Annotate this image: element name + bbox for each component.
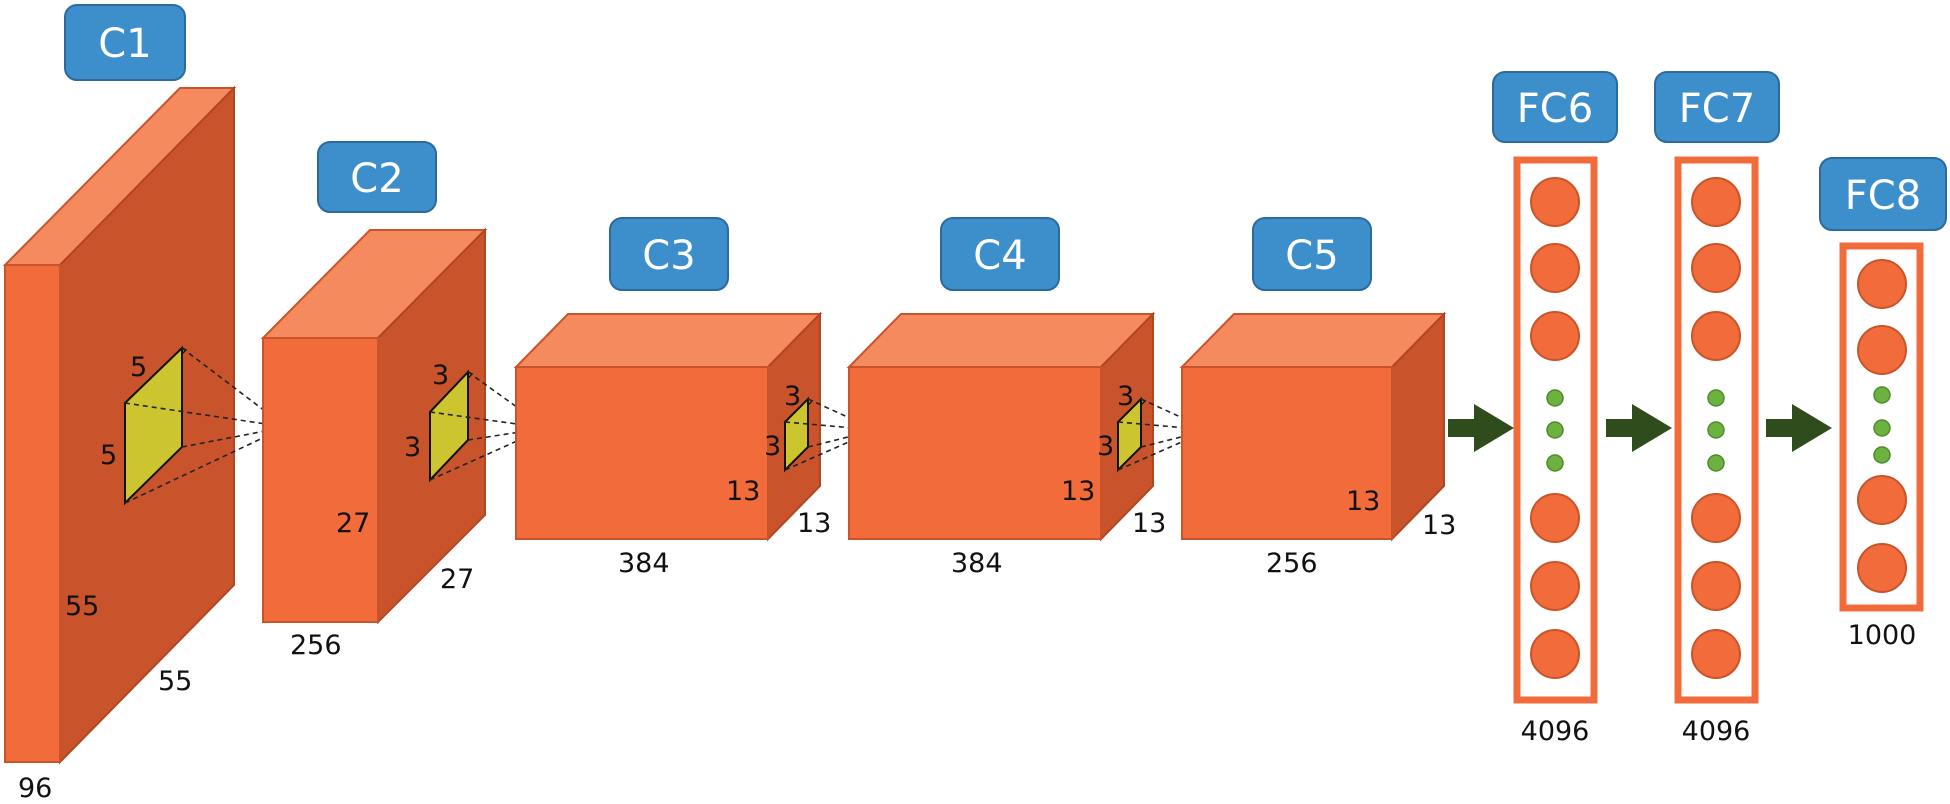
fc7-ellipsis-dot	[1707, 389, 1725, 407]
c1-depth: 96	[18, 773, 52, 804]
c3-projection-lines	[784, 398, 877, 471]
c4-label: C4	[973, 233, 1026, 279]
fc8-neuron	[1857, 325, 1907, 375]
fc7-neuron	[1691, 311, 1741, 361]
c4-block-front	[848, 366, 1102, 540]
arrow-fc7-to-fc8	[1766, 404, 1832, 452]
c4-width: 13	[1132, 508, 1166, 539]
c2-label-box	[317, 141, 437, 213]
fc8-neuron	[1857, 543, 1907, 593]
arrow-fc6-to-fc7	[1606, 404, 1672, 452]
c3-width: 13	[797, 508, 831, 539]
layer-fc7: FC7 4096	[1654, 71, 1780, 747]
c4-depth: 384	[951, 548, 1003, 579]
fc7-ellipsis-dot	[1707, 421, 1725, 439]
fc6-size: 4096	[1521, 716, 1590, 747]
fc7-neuron	[1691, 629, 1741, 679]
c1-label: C1	[98, 21, 151, 67]
c1-label-box	[64, 4, 186, 81]
c3-kernel-width: 3	[764, 431, 781, 462]
arrow-c5-to-fc6	[1448, 404, 1514, 452]
c4-height: 13	[1061, 476, 1095, 507]
fc8-neuron	[1857, 259, 1907, 309]
c2-kernel-width: 3	[404, 432, 421, 463]
fc6-label: FC6	[1517, 86, 1593, 132]
fc7-neuron	[1691, 561, 1741, 611]
fc6-ellipsis-dot	[1546, 389, 1564, 407]
fc6-ellipsis-dot	[1546, 454, 1564, 472]
fc6-neuron	[1530, 243, 1580, 293]
fc8-ellipsis-dot	[1873, 419, 1891, 437]
c2-depth: 256	[290, 630, 342, 661]
layer-c1: 5 5 96 55 55 C1	[2, 4, 287, 804]
layer-c4: 3 3 384 13 13 C4	[846, 217, 1210, 579]
fc7-neuron	[1691, 177, 1741, 227]
c5-label-box	[1252, 217, 1372, 291]
c1-kernel-width: 5	[100, 440, 117, 471]
c2-width: 27	[440, 564, 474, 595]
c4-kernel-width: 3	[1097, 431, 1114, 462]
fc7-neuron	[1691, 243, 1741, 293]
fc8-size: 1000	[1848, 620, 1917, 651]
c5-label: C5	[1285, 233, 1338, 279]
c1-kernel-height: 5	[130, 352, 147, 383]
c1-height: 55	[65, 591, 99, 622]
c5-height: 13	[1346, 486, 1380, 517]
fc7-ellipsis-dot	[1707, 454, 1725, 472]
fc6-ellipsis-dot	[1546, 421, 1564, 439]
c2-projection-lines	[429, 371, 547, 481]
c5-width: 13	[1422, 510, 1456, 541]
layer-c3: 3 3 384 13 13 C3	[513, 217, 877, 579]
fc7-label-box	[1654, 71, 1780, 143]
c3-kernel-height: 3	[784, 381, 801, 412]
c4-label-box	[940, 217, 1060, 291]
fc8-label: FC8	[1845, 173, 1921, 219]
c4-kernel-height: 3	[1117, 381, 1134, 412]
c2-block-front	[262, 337, 379, 623]
fc6-neuron	[1530, 177, 1580, 227]
fc8-neuron	[1857, 475, 1907, 525]
fc8-ellipsis-dot	[1873, 386, 1891, 404]
c5-block-front	[1181, 366, 1393, 540]
c2-kernel-height: 3	[432, 360, 449, 391]
fc6-neuron	[1530, 311, 1580, 361]
fc7-neuron	[1691, 493, 1741, 543]
fc6-label-box	[1492, 71, 1618, 143]
fc7-size: 4096	[1682, 716, 1751, 747]
fc6-neuron	[1530, 561, 1580, 611]
fc6-neuron	[1530, 629, 1580, 679]
fc8-label-box	[1819, 157, 1947, 231]
layer-c2: 3 3 256 27 27 C2	[260, 141, 547, 661]
fc8-ellipsis-dot	[1873, 446, 1891, 464]
c1-projection-lines	[124, 347, 287, 504]
layer-c5: 256 13 13 C5	[1179, 217, 1456, 579]
c3-block-front	[515, 366, 769, 540]
layer-fc8: FC8 1000	[1819, 157, 1947, 651]
c4-projection-lines	[1117, 398, 1210, 471]
c3-label-box	[609, 217, 729, 291]
c1-block-front	[4, 264, 61, 763]
c3-depth: 384	[618, 548, 670, 579]
c5-depth: 256	[1266, 548, 1318, 579]
c3-height: 13	[726, 476, 760, 507]
c2-label: C2	[350, 156, 403, 202]
c3-label: C3	[642, 233, 695, 279]
fc6-neuron	[1530, 493, 1580, 543]
c2-height: 27	[336, 508, 370, 539]
c1-width: 55	[158, 666, 192, 697]
fc7-label: FC7	[1679, 86, 1755, 132]
layer-fc6: FC6 4096	[1492, 71, 1618, 747]
